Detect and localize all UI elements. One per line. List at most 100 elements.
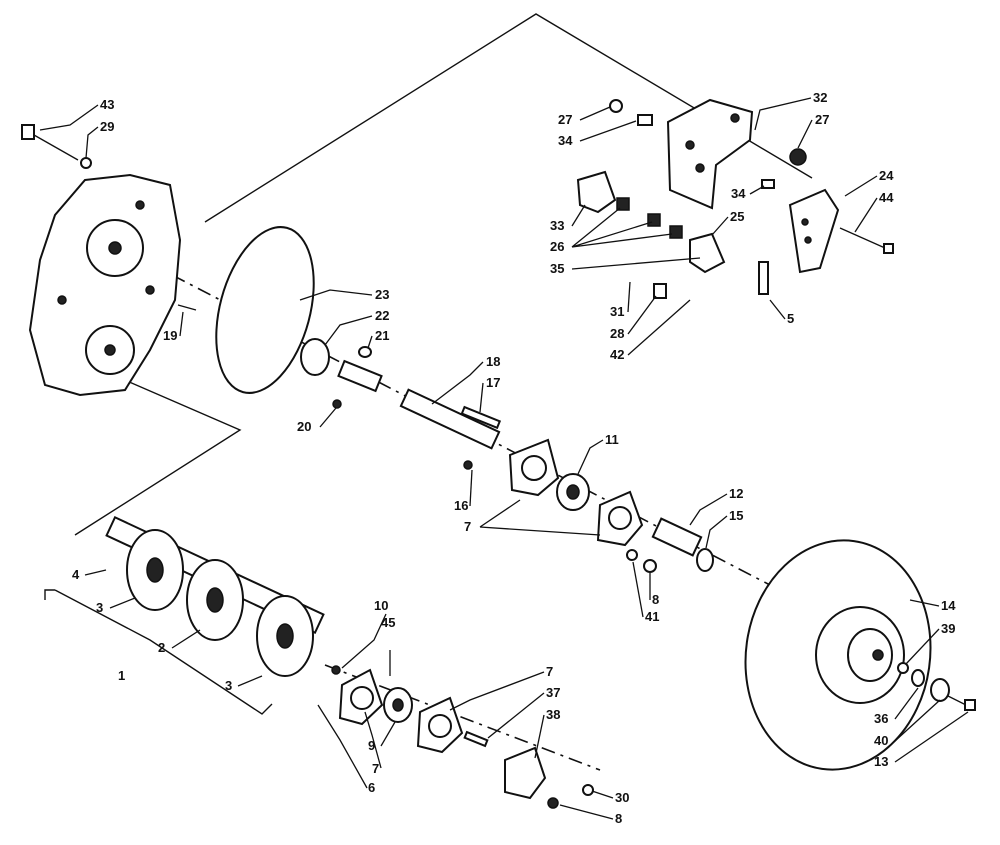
- spacer-34-right: [761, 179, 775, 189]
- callout-14: 14: [941, 598, 956, 613]
- callout-38: 38: [546, 707, 560, 722]
- callout-12: 12: [729, 486, 743, 501]
- washer-39: [897, 662, 909, 674]
- caliper-lever-25: [689, 232, 726, 274]
- assembly-bracket-1: [44, 589, 273, 715]
- washer-41: [626, 549, 638, 561]
- bolt-10: [331, 665, 341, 675]
- drive-shaft-assembly: [105, 516, 325, 677]
- callout-24: 24: [879, 168, 894, 183]
- screw-30: [582, 784, 594, 796]
- caliper-housing-33: [576, 170, 617, 214]
- callout-20: 20: [297, 419, 311, 434]
- pin-37: [463, 730, 489, 748]
- callout-27-right: 27: [815, 112, 829, 127]
- bolt-16: [463, 460, 473, 470]
- callout-45: 45: [381, 615, 395, 630]
- bearing-9: [383, 687, 413, 723]
- sprocket-3-left: [126, 529, 184, 611]
- callout-6: 6: [368, 780, 375, 795]
- sprocket-2: [186, 559, 244, 641]
- brake-pads-26: [616, 197, 683, 239]
- callout-19: 19: [163, 328, 177, 343]
- callout-36: 36: [874, 711, 888, 726]
- callout-7-lower-left: 7: [372, 761, 379, 776]
- brake-disc-23: [215, 226, 315, 394]
- callout-28: 28: [610, 326, 624, 341]
- callout-8-lower: 8: [615, 811, 622, 826]
- washer-29: [80, 157, 92, 169]
- callout-27-left: 27: [558, 112, 572, 127]
- caliper-bracket-32: [666, 98, 754, 210]
- callout-5: 5: [787, 311, 794, 326]
- flange-plate-6: [338, 668, 384, 726]
- speedometer-drive-38: [504, 746, 547, 800]
- key-21: [358, 346, 372, 358]
- callout-37: 37: [546, 685, 560, 700]
- callout-34-right: 34: [731, 186, 746, 201]
- nut-8-lower: [547, 797, 559, 809]
- leader-lines: [39, 97, 969, 820]
- callout-1: 1: [118, 668, 125, 683]
- sprocket-3-right: [256, 595, 314, 677]
- flange-plate-upper: [508, 438, 560, 497]
- chaincase-housing: [28, 173, 182, 397]
- flange-plate-7-lower: [416, 696, 464, 754]
- callout-labels: 43 29 19 23 22 21 20 18 17 16 11 7 12 15…: [72, 90, 956, 826]
- callout-33: 33: [550, 218, 564, 233]
- callout-8-upper: 8: [652, 592, 659, 607]
- callout-3-left: 3: [96, 600, 103, 615]
- caliper-bracket-24: [788, 188, 840, 274]
- callout-44: 44: [879, 190, 894, 205]
- callout-4: 4: [72, 567, 80, 582]
- flange-plate-lower: [596, 490, 644, 547]
- driven-pulley-14: [744, 539, 932, 771]
- callout-13: 13: [874, 754, 888, 769]
- callout-25: 25: [730, 209, 744, 224]
- spring-5: [758, 261, 769, 295]
- nut-27-right: [789, 148, 807, 166]
- callout-22: 22: [375, 308, 389, 323]
- callout-15: 15: [729, 508, 743, 523]
- callout-23: 23: [375, 287, 389, 302]
- callout-30: 30: [615, 790, 629, 805]
- callout-17: 17: [486, 375, 500, 390]
- washer-40: [930, 678, 950, 702]
- callout-11: 11: [605, 432, 619, 447]
- callout-40: 40: [874, 733, 888, 748]
- callout-21: 21: [375, 328, 389, 343]
- washer-15: [696, 548, 714, 572]
- callout-10: 10: [374, 598, 388, 613]
- callout-2: 2: [158, 640, 165, 655]
- callout-39: 39: [941, 621, 955, 636]
- bolt-44: [839, 227, 894, 254]
- callout-16: 16: [454, 498, 468, 513]
- callout-29: 29: [100, 119, 114, 134]
- callout-42: 42: [610, 347, 624, 362]
- pin-19: [177, 304, 197, 311]
- callout-26: 26: [550, 239, 564, 254]
- callout-41: 41: [645, 609, 659, 624]
- callout-35: 35: [550, 261, 564, 276]
- hub-22: [300, 338, 330, 376]
- key-17: [460, 405, 502, 430]
- bearing-11: [556, 473, 590, 511]
- callout-31: 31: [610, 304, 624, 319]
- callout-18: 18: [486, 354, 500, 369]
- callout-3-right: 3: [225, 678, 232, 693]
- bolt-43: [21, 124, 79, 161]
- washer-36: [911, 669, 925, 687]
- pin-28: [653, 283, 667, 299]
- callout-7-lower-right: 7: [546, 664, 553, 679]
- callout-32: 32: [813, 90, 827, 105]
- spacer-12: [651, 517, 703, 557]
- nut-8-upper: [643, 559, 657, 573]
- shaft-18: [399, 388, 501, 450]
- callout-34-left: 34: [558, 133, 573, 148]
- bolt-13: [947, 695, 976, 711]
- stub-shaft-20: [332, 359, 383, 409]
- callout-43: 43: [100, 97, 114, 112]
- spacer-34-left: [637, 114, 653, 126]
- callout-7-upper: 7: [464, 519, 471, 534]
